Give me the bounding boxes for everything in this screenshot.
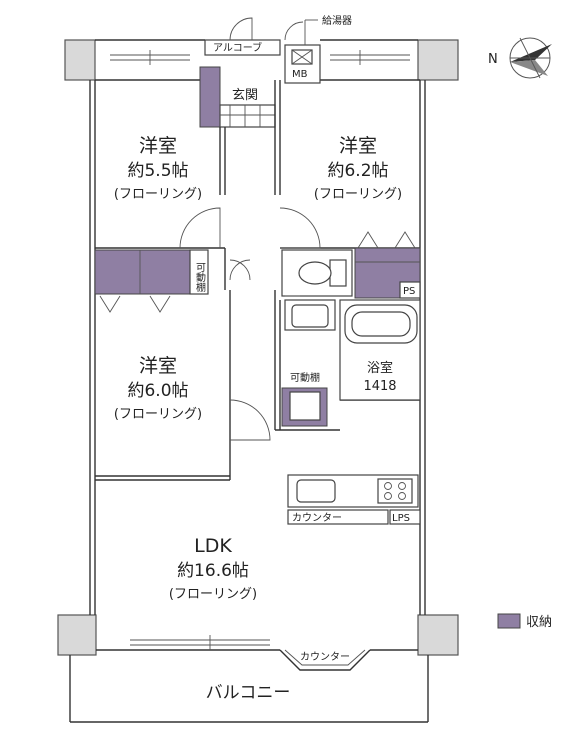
bottom-windows bbox=[130, 635, 371, 671]
entrance-label: 玄関 bbox=[232, 88, 258, 103]
room-w-floor: (フローリング) bbox=[114, 407, 202, 422]
compass-north-label: N bbox=[488, 52, 498, 67]
room-w-size: 約6.0帖 bbox=[127, 381, 188, 401]
alcove-area bbox=[204, 17, 321, 84]
water-heater-label: 給湯器 bbox=[322, 14, 352, 27]
balcony-outline bbox=[69, 655, 429, 723]
washroom bbox=[281, 299, 336, 427]
room-nw-name: 洋室 bbox=[139, 135, 177, 157]
kitchen bbox=[287, 474, 421, 525]
entrance bbox=[199, 66, 276, 128]
legend-storage-label: 収納 bbox=[526, 615, 552, 630]
balcony-label: バルコニー bbox=[206, 683, 291, 703]
toilet bbox=[281, 249, 353, 297]
movable-shelf-label: 可動棚 bbox=[290, 371, 320, 384]
legend-swatch bbox=[497, 613, 521, 629]
room-ne-name: 洋室 bbox=[339, 135, 377, 157]
top-windows bbox=[110, 50, 410, 65]
room-w-name: 洋室 bbox=[139, 355, 177, 377]
exterior-walls bbox=[57, 39, 459, 656]
ps-top-label: PS bbox=[403, 286, 415, 297]
mb-label: MB bbox=[292, 69, 308, 80]
ldk-size: 約16.6帖 bbox=[177, 561, 249, 581]
ps-bottom-label: LPS bbox=[392, 513, 410, 524]
alcove-label: アルコーブ bbox=[213, 41, 262, 54]
room-ne-size: 約6.2帖 bbox=[327, 161, 388, 181]
movable-shelf-vertical-label: 可動棚 bbox=[194, 262, 206, 293]
ldk-name: LDK bbox=[194, 535, 232, 557]
compass-icon bbox=[509, 37, 552, 79]
ldk-floor: (フローリング) bbox=[169, 587, 257, 602]
counter-window-label: カウンター bbox=[300, 651, 350, 663]
counter-kitchen-label: カウンター bbox=[292, 512, 342, 524]
bath-size: 1418 bbox=[363, 379, 396, 394]
bathroom bbox=[339, 299, 421, 401]
bath-name: 浴室 bbox=[367, 360, 393, 376]
storage-closets bbox=[94, 231, 421, 313]
doors bbox=[179, 207, 321, 441]
room-ne-floor: (フローリング) bbox=[314, 187, 402, 202]
room-nw-floor: (フローリング) bbox=[114, 187, 202, 202]
room-nw-size: 約5.5帖 bbox=[127, 161, 188, 181]
